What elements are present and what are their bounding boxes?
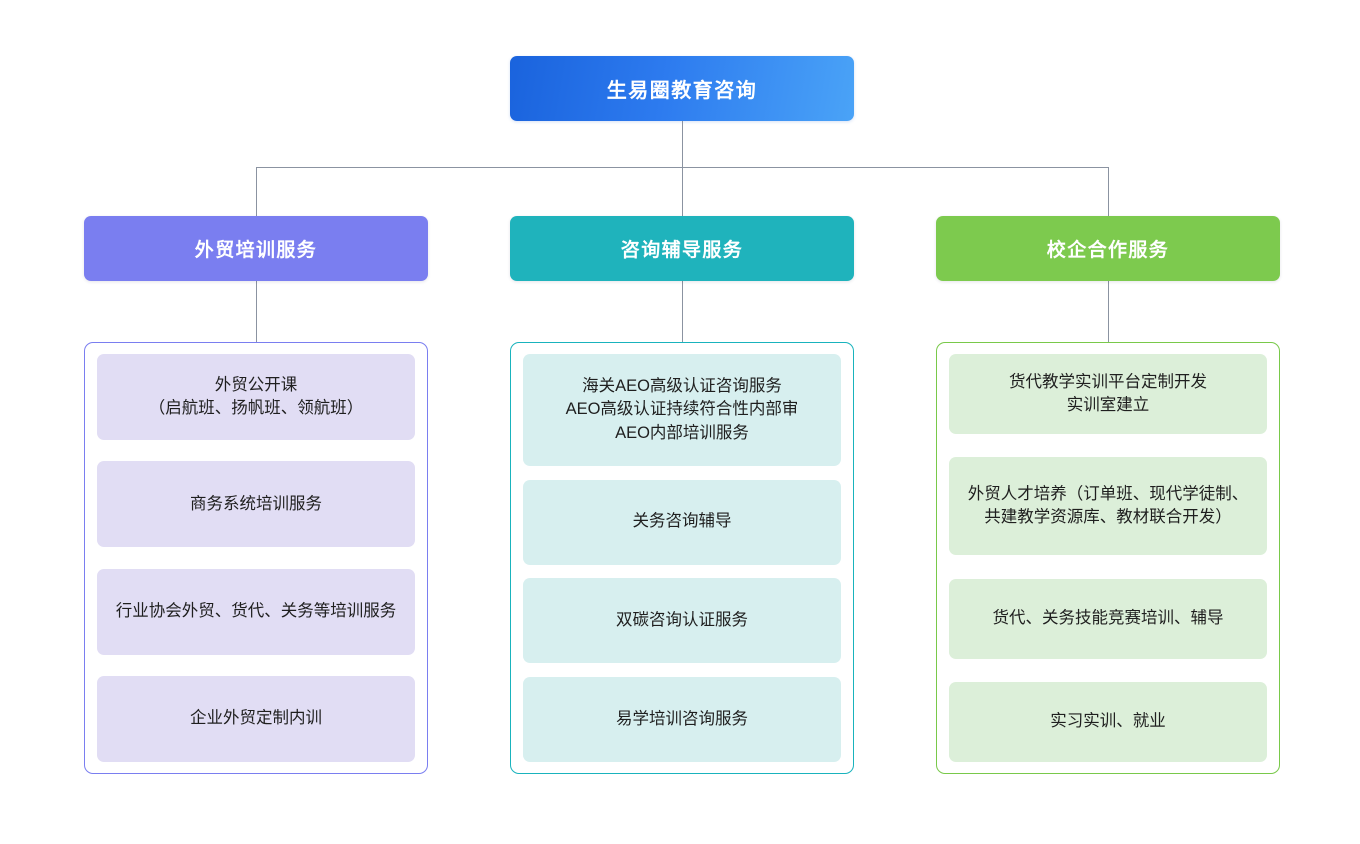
connector-drop-branch-2 <box>682 167 683 216</box>
leaf-item[interactable]: 货代教学实训平台定制开发 实训室建立 <box>949 354 1267 434</box>
branch-items-xiaoqi-hezuo: 货代教学实训平台定制开发 实训室建立 外贸人才培养（订单班、现代学徒制、共建教学… <box>936 342 1280 774</box>
connector-stem-branch-1 <box>256 281 257 342</box>
connector-drop-branch-3 <box>1108 167 1109 216</box>
branch-column-zixun-fudao: 咨询辅导服务 海关AEO高级认证咨询服务 AEO高级认证持续符合性内部审 AEO… <box>510 216 854 774</box>
leaf-item[interactable]: 企业外贸定制内训 <box>97 675 415 762</box>
leaf-item[interactable]: 实习实训、就业 <box>949 681 1267 762</box>
branch-items-zixun-fudao: 海关AEO高级认证咨询服务 AEO高级认证持续符合性内部审 AEO内部培训服务 … <box>510 342 854 774</box>
root-node-label: 生易圈教育咨询 <box>606 80 758 102</box>
branch-column-xiaoqi-hezuo: 校企合作服务 货代教学实训平台定制开发 实训室建立 外贸人才培养（订单班、现代学… <box>936 216 1280 774</box>
leaf-item[interactable]: 外贸公开课 （启航班、扬帆班、领航班） <box>97 354 415 440</box>
branch-header-waimao-peixun[interactable]: 外贸培训服务 <box>84 216 428 281</box>
leaf-item[interactable]: 行业协会外贸、货代、关务等培训服务 <box>97 568 415 655</box>
connector-stem-branch-2 <box>682 281 683 342</box>
connector-drop-branch-1 <box>256 167 257 216</box>
branch-header-label: 咨询辅导服务 <box>620 240 744 261</box>
leaf-item[interactable]: 货代、关务技能竞赛培训、辅导 <box>949 578 1267 659</box>
leaf-item[interactable]: 外贸人才培养（订单班、现代学徒制、共建教学资源库、教材联合开发） <box>949 457 1267 556</box>
branch-header-zixun-fudao[interactable]: 咨询辅导服务 <box>510 216 854 281</box>
leaf-item[interactable]: 商务系统培训服务 <box>97 461 415 548</box>
leaf-item[interactable]: 双碳咨询认证服务 <box>523 578 841 664</box>
branch-column-waimao-peixun: 外贸培训服务 外贸公开课 （启航班、扬帆班、领航班） 商务系统培训服务 行业协会… <box>84 216 428 774</box>
connector-root-stem <box>682 121 683 167</box>
branch-items-waimao-peixun: 外贸公开课 （启航班、扬帆班、领航班） 商务系统培训服务 行业协会外贸、货代、关… <box>84 342 428 774</box>
branch-header-xiaoqi-hezuo[interactable]: 校企合作服务 <box>936 216 1280 281</box>
leaf-item[interactable]: 关务咨询辅导 <box>523 479 841 565</box>
branch-header-label: 外贸培训服务 <box>194 240 318 261</box>
leaf-item[interactable]: 易学培训咨询服务 <box>523 676 841 762</box>
branch-header-label: 校企合作服务 <box>1046 240 1170 261</box>
root-node[interactable]: 生易圈教育咨询 <box>510 56 854 121</box>
leaf-item[interactable]: 海关AEO高级认证咨询服务 AEO高级认证持续符合性内部审 AEO内部培训服务 <box>523 354 841 466</box>
connector-stem-branch-3 <box>1108 281 1109 342</box>
